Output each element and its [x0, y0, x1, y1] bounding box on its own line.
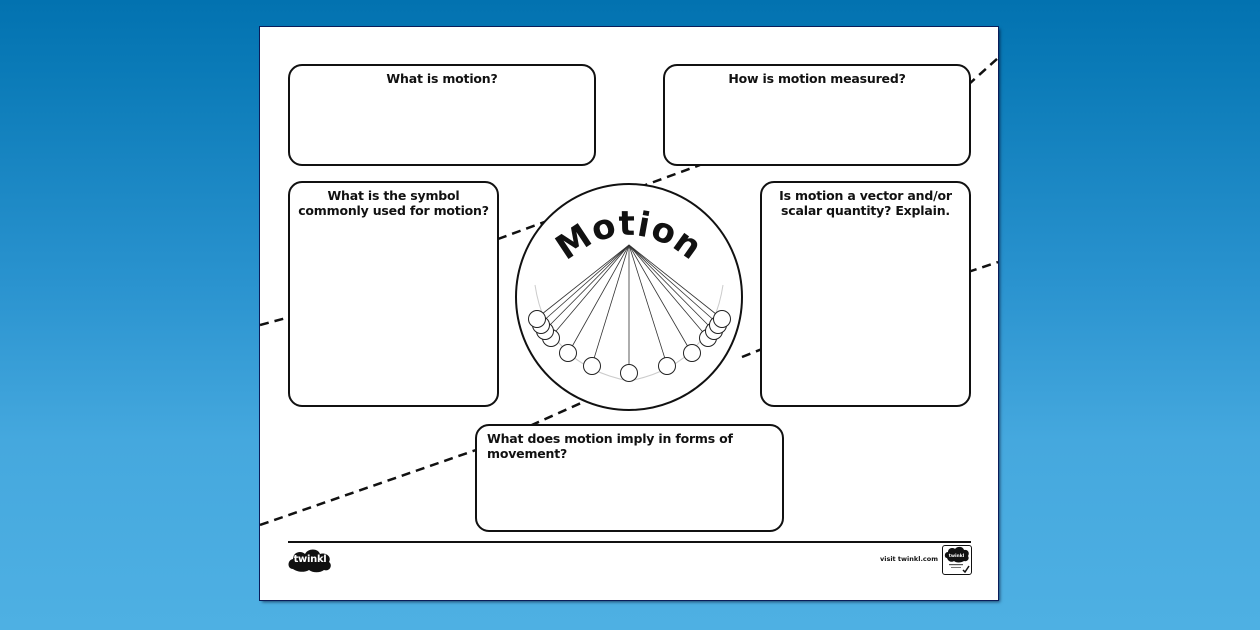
question-box-how-measured[interactable]: How is motion measured? [663, 64, 971, 166]
quality-standard-badge-icon: twinkl [942, 545, 972, 575]
question-label: How is motion measured? [728, 71, 906, 86]
footer-divider [288, 541, 971, 543]
question-label: What is the symbol commonly used for mot… [298, 188, 489, 218]
question-box-what-is-motion[interactable]: What is motion? [288, 64, 596, 166]
question-label: What does motion imply in forms of movem… [487, 431, 733, 461]
worksheet-page: What is motion? How is motion measured? … [260, 27, 998, 600]
pendulum-icon: Motion [528, 204, 731, 382]
cloud-logo-icon [288, 549, 331, 573]
logo-text: twinkl [293, 554, 327, 565]
question-box-implies-movement[interactable]: What does motion imply in forms of movem… [475, 424, 784, 532]
visit-link[interactable]: visit twinkl.com [880, 555, 939, 563]
question-box-vector-scalar[interactable]: Is motion a vector and/or scalar quantit… [760, 181, 971, 407]
question-box-symbol[interactable]: What is the symbol commonly used for mot… [288, 181, 499, 407]
question-label: Is motion a vector and/or scalar quantit… [779, 188, 952, 218]
svg-text:twinkl: twinkl [949, 553, 965, 559]
twinkl-logo[interactable]: twinkl [287, 547, 333, 573]
question-label: What is motion? [386, 71, 498, 86]
title-circle: Motion [515, 183, 743, 411]
